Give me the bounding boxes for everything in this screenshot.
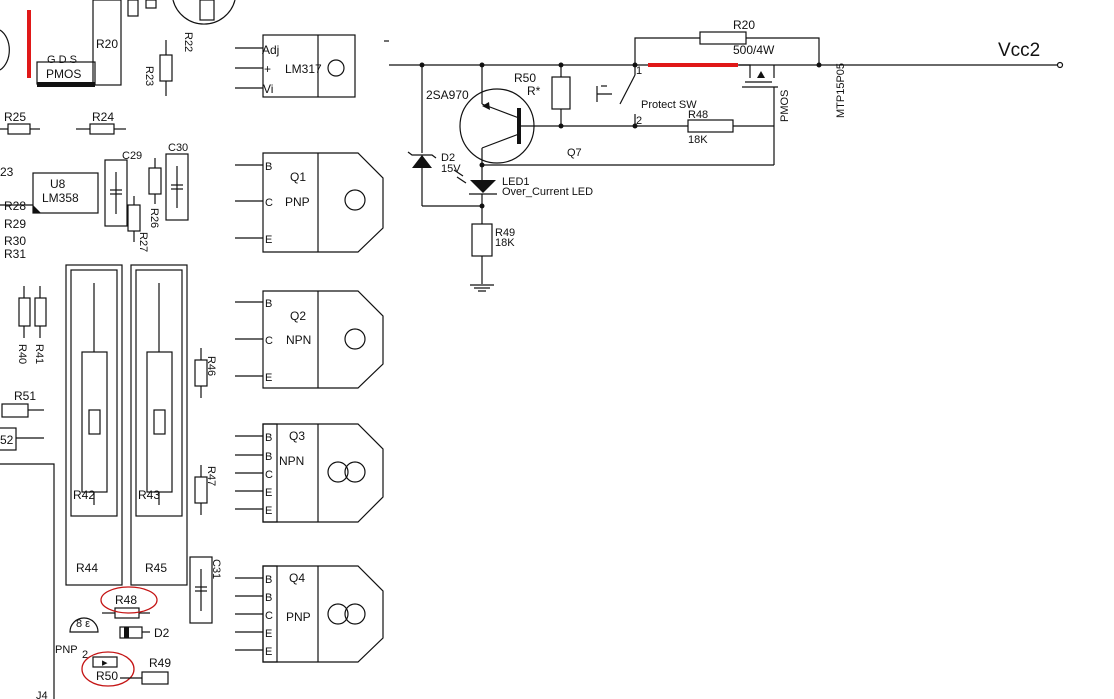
lm317-adj-label: Adj: [262, 43, 279, 57]
r49-symbol: [471, 223, 493, 257]
pcb-r51-label: R51: [14, 389, 36, 403]
pcb-r50-mark: ▸: [102, 657, 108, 669]
pcb-r20-label: R20: [96, 37, 118, 51]
pcb-pmos-label: PMOS: [46, 67, 81, 81]
pcb-r41-label: R41: [33, 344, 45, 364]
pcb-j4-label: J4: [36, 690, 48, 699]
r20-value: 500/4W: [733, 43, 775, 57]
r50-ref: R50: [514, 71, 536, 85]
pcb-r47-label: R47: [205, 466, 217, 486]
protect-sw-label: Protect SW: [641, 99, 697, 111]
pcb-pnp-label: PNP: [55, 644, 78, 656]
pcb-r28-label: R28: [4, 199, 26, 213]
q4-pin-b: B: [265, 574, 272, 586]
protect-sw-pin1: 1: [636, 65, 642, 77]
q4-pin-e2: E: [265, 646, 272, 658]
r49-ref: R49: [495, 227, 515, 239]
q2-type: NPN: [286, 333, 311, 347]
d2-ref: D2: [441, 152, 455, 164]
pcb-r45-label: R45: [145, 561, 167, 575]
pcb-r48-label: R48: [115, 593, 137, 607]
pcb-d2-label: D2: [154, 626, 170, 640]
q3-pin-b2: B: [265, 451, 272, 463]
lm317-label: LM317: [285, 62, 322, 76]
protect-sw-pin2: 2: [636, 115, 642, 127]
pcb-52-label: 52: [0, 433, 14, 447]
q3-ref: Q3: [289, 429, 305, 443]
pcb-r22-label: R22: [182, 32, 194, 52]
pcb-u8-ref: U8: [50, 177, 66, 191]
pcb-r29-label: R29: [4, 217, 26, 231]
q7-ref: Q7: [567, 147, 582, 159]
pcb-r24-label: R24: [92, 110, 114, 124]
q1-ref: Q1: [290, 170, 306, 184]
q1-type: PNP: [285, 195, 310, 209]
d2-zener-symbol: [412, 155, 432, 168]
r48-symbol: [687, 119, 734, 133]
pcb-c29-label: C29: [122, 150, 142, 162]
pcb-r30-label: R30: [4, 234, 26, 248]
pcb-r25-label: R25: [4, 110, 26, 124]
pcb-r23-label: R23: [143, 66, 155, 86]
lm317-vi-label: Vi: [263, 82, 273, 96]
q2-pin-b: B: [265, 298, 272, 310]
q2-pin-e: E: [265, 372, 272, 384]
q4-pin-e: E: [265, 628, 272, 640]
pcb-u8-part: LM358: [42, 191, 79, 205]
q3-pin-e: E: [265, 487, 272, 499]
r50-value: R*: [527, 84, 541, 98]
pcb-r43-label: R43: [138, 488, 160, 502]
pcb-r27-label: R27: [137, 232, 149, 252]
vcc2-terminal: [1056, 61, 1064, 69]
pcb-r49-label: R49: [149, 656, 171, 670]
pcb-r50-label: R50: [96, 669, 118, 683]
q7-part: 2SA970: [426, 88, 469, 102]
r20-symbol: [699, 31, 747, 45]
to220-column: Adj + Vi LM317 B C E Q1 PNP B C E Q2 NPN…: [235, 34, 384, 663]
q4-pin-c: C: [265, 610, 273, 622]
pcb-r44-label: R44: [76, 561, 98, 575]
q3-pin-b: B: [265, 432, 272, 444]
pcb-c30-label: C30: [168, 142, 188, 154]
q1-pin-b: B: [265, 161, 272, 173]
q2-pin-c: C: [265, 335, 273, 347]
pcb-r42-label: R42: [73, 488, 95, 502]
q1-pin-c: C: [265, 197, 273, 209]
q3-pin-e2: E: [265, 505, 272, 517]
r20-ref: R20: [733, 18, 755, 32]
r48-ref: R48: [688, 109, 708, 121]
pcb-layout: R20 R22 R23 G D S PMOS R25 R24 23 U8 LM3…: [0, 0, 236, 699]
led1-label: Over_Current LED: [502, 186, 593, 198]
pcb-r26-label: R26: [148, 208, 160, 228]
pmos-part: MTP15P05: [835, 63, 847, 118]
pcb-pnp-pins: 8 ε: [76, 618, 90, 630]
highlight-circle-r48: [100, 586, 158, 614]
q3-type: NPN: [279, 454, 304, 468]
led1-ref: LED1: [502, 176, 530, 188]
led1-symbol: [470, 180, 496, 193]
r48-value: 18K: [688, 134, 708, 146]
q4-ref: Q4: [289, 571, 305, 585]
ground-symbol: [470, 284, 494, 292]
q3-pin-c: C: [265, 469, 273, 481]
lm317-plus-label: +: [264, 62, 271, 76]
q4-type: PNP: [286, 610, 311, 624]
protection-schematic: Vcc2 R20 500/4W D2 15V 2SA970 Q7: [384, 18, 1064, 292]
pcb-pmos-pins: G D S: [47, 54, 77, 66]
pcb-r46-label: R46: [205, 356, 217, 376]
highlight-circle-r50: [81, 651, 135, 687]
r50-symbol: [551, 76, 571, 110]
q1-pin-e: E: [265, 234, 272, 246]
pcb-r31-label: R31: [4, 247, 26, 261]
q2-ref: Q2: [290, 309, 306, 323]
pcb-pin-2: 2: [82, 649, 88, 661]
pmos-type: PMOS: [779, 90, 791, 122]
vcc2-label: Vcc2: [998, 40, 1040, 61]
pcb-23-label: 23: [0, 165, 14, 179]
r49-value: 18K: [495, 237, 515, 249]
pcb-r40-label: R40: [16, 344, 28, 364]
pcb-c31-label: C31: [210, 559, 222, 579]
q4-pin-b2: B: [265, 592, 272, 604]
